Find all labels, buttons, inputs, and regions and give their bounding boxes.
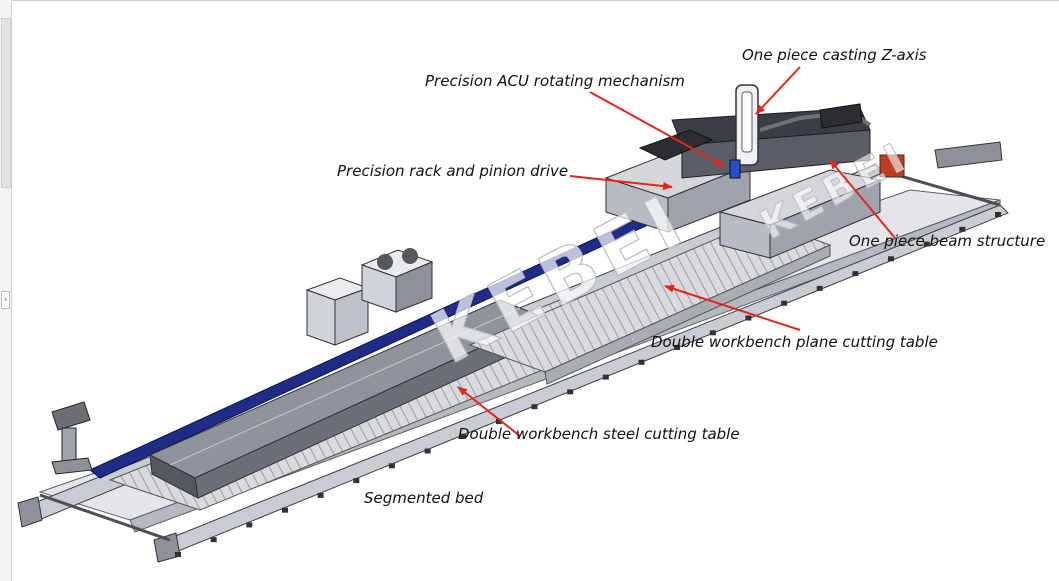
- arrow-steel-table: [457, 386, 521, 437]
- bed-foot: [460, 433, 467, 439]
- bed-foot: [246, 522, 253, 528]
- bed-foot: [638, 359, 645, 365]
- callout-arrows: [457, 66, 896, 437]
- bed-foot: [317, 492, 324, 498]
- bed-foot: [995, 212, 1001, 217]
- top-border: [0, 0, 1059, 1]
- bed-foot: [282, 507, 288, 513]
- label-segmented-bed: Segmented bed: [364, 489, 484, 507]
- plane-cutting-table: [468, 219, 832, 385]
- arrow-plane-table: [664, 284, 801, 331]
- scrollbar-thumb[interactable]: [1, 18, 11, 188]
- vertical-scrollbar[interactable]: ›: [0, 0, 12, 581]
- bed-foot: [602, 374, 609, 380]
- scroll-arrow-icon[interactable]: ›: [1, 291, 10, 309]
- bed-foot: [531, 404, 538, 410]
- bed-foot: [959, 226, 966, 232]
- bed-foot: [495, 419, 502, 424]
- label-z-axis: One piece casting Z-axis: [742, 46, 927, 64]
- bed-foot: [888, 256, 894, 262]
- bed-foot: [388, 463, 395, 469]
- bed-foot: [175, 552, 181, 557]
- bed-foot: [567, 389, 574, 395]
- label-rack-pinion: Precision rack and pinion drive: [337, 162, 569, 180]
- bed-foot: [210, 537, 217, 543]
- label-plane-cutting-table: Double workbench plane cutting table: [651, 333, 938, 351]
- bed-foot: [923, 241, 930, 247]
- arrow-rack-pinion: [569, 175, 673, 191]
- arrow-acu: [589, 91, 725, 167]
- bed-foot: [674, 345, 681, 350]
- gantry-assembly: [604, 84, 905, 259]
- bed-foot: [816, 285, 823, 291]
- bed-foot: [852, 271, 859, 277]
- bed-foot: [781, 300, 788, 306]
- bed-foot: [424, 448, 431, 454]
- label-beam-structure: One piece beam structure: [849, 232, 1046, 250]
- chiller-units: [305, 248, 434, 346]
- bed-foot: [353, 478, 360, 484]
- arrow-z-axis: [755, 66, 801, 115]
- label-acu-mechanism: Precision ACU rotating mechanism: [425, 72, 685, 90]
- arrow-beam: [829, 159, 896, 239]
- bed-feet: [175, 212, 1001, 557]
- label-steel-cutting-table: Double workbench steel cutting table: [458, 425, 740, 443]
- control-console: [51, 401, 93, 475]
- bed-foot: [709, 330, 716, 336]
- bed-foot: [745, 315, 752, 321]
